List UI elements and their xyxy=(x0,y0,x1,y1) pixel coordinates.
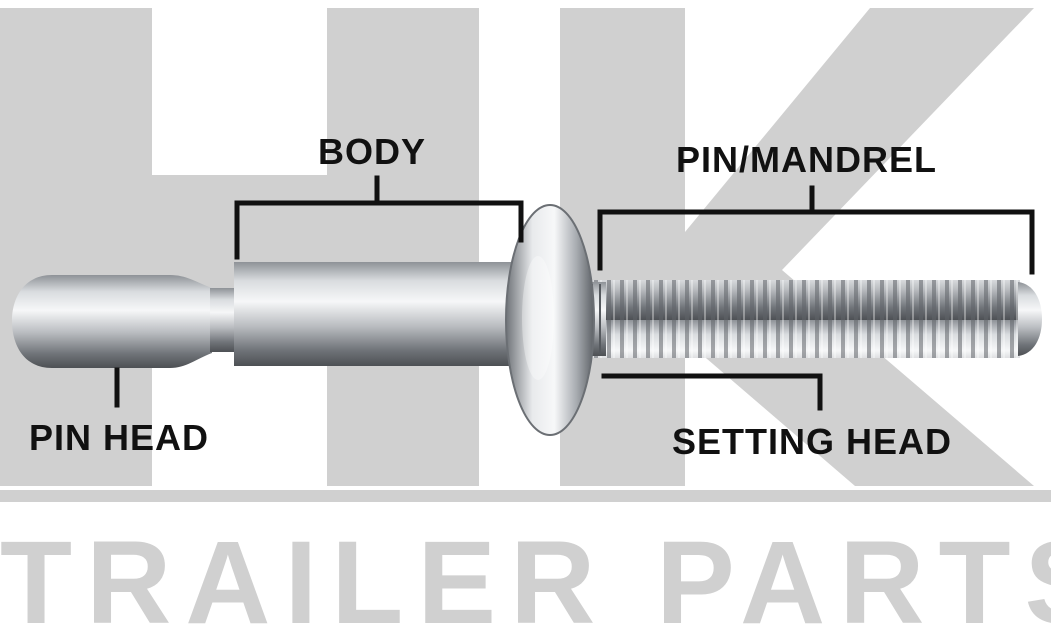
callout-lines xyxy=(114,175,1035,411)
logo-h-right-stem xyxy=(327,8,479,486)
setting-head-leader xyxy=(601,373,823,411)
logo-k-arms xyxy=(685,8,1034,486)
mandrel-threads-shape xyxy=(580,280,1020,358)
pin-neck-shape xyxy=(210,288,238,352)
setting-head-label: SETTING HEAD xyxy=(672,421,953,462)
rivet-illustration xyxy=(12,204,1042,436)
logo-divider-bar xyxy=(0,490,1051,502)
mandrel-tip-shape xyxy=(1018,282,1042,356)
hk-logo-watermark xyxy=(0,8,1051,502)
pin-head-label: PIN HEAD xyxy=(29,417,210,458)
pin-mandrel-bracket xyxy=(597,209,1035,275)
setting-head-highlight xyxy=(522,256,554,380)
logo-h-left-stem xyxy=(0,8,152,486)
body-shape xyxy=(234,262,516,366)
body-label: BODY xyxy=(318,131,427,172)
pin-head-shape xyxy=(12,275,212,368)
setting-head-shape xyxy=(505,204,595,436)
trailer-parts-watermark: TRAILER PARTS xyxy=(0,517,1051,634)
pin-mandrel-label: PIN/MANDREL xyxy=(676,139,937,180)
